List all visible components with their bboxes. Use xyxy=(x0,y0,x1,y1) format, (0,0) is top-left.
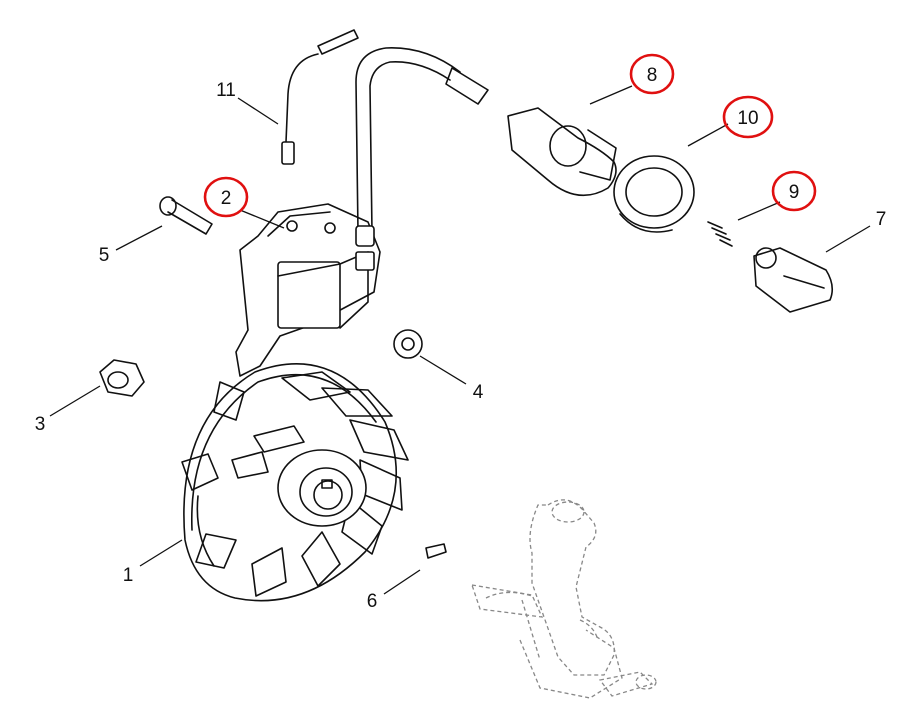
crankshaft-ghost xyxy=(471,499,657,699)
leader-lines xyxy=(49,85,871,595)
callout-3: 3 xyxy=(35,414,46,435)
callout-11: 11 xyxy=(216,80,236,101)
leader-9 xyxy=(737,201,781,221)
leader-5 xyxy=(115,225,163,251)
callout-6: 6 xyxy=(367,591,378,612)
callout-9: 9 xyxy=(789,182,800,203)
grommet xyxy=(613,155,695,233)
bolt xyxy=(159,196,213,235)
spark-plug xyxy=(753,247,834,313)
callout-5: 5 xyxy=(99,245,110,266)
highlight-circle-9 xyxy=(771,170,817,212)
highlight-circle-10 xyxy=(722,95,774,139)
plug-cap xyxy=(507,107,617,197)
flywheel xyxy=(181,363,409,602)
leader-2 xyxy=(239,209,285,229)
leader-8 xyxy=(589,85,633,105)
highlight-circle-2 xyxy=(203,176,249,218)
callout-4: 4 xyxy=(473,382,484,403)
spring xyxy=(707,221,733,247)
leader-3 xyxy=(49,385,101,417)
leader-10 xyxy=(687,123,729,147)
highlight-circle-8 xyxy=(629,53,675,95)
leader-1 xyxy=(139,539,183,567)
woodruff-key xyxy=(425,543,447,559)
nut xyxy=(99,359,145,397)
callout-labels: 1 2 3 4 5 6 7 8 9 10 11 xyxy=(35,53,887,612)
callout-1: 1 xyxy=(123,565,134,586)
callout-8: 8 xyxy=(647,65,658,86)
leader-11 xyxy=(237,97,279,125)
ignition-coil xyxy=(235,47,489,377)
leader-6 xyxy=(383,569,421,595)
callout-7: 7 xyxy=(876,209,887,230)
callout-10: 10 xyxy=(737,108,758,129)
bearing xyxy=(393,329,423,359)
ground-wire xyxy=(281,29,359,165)
leader-4 xyxy=(419,355,467,385)
callout-2: 2 xyxy=(221,188,232,209)
leader-7 xyxy=(825,225,871,253)
